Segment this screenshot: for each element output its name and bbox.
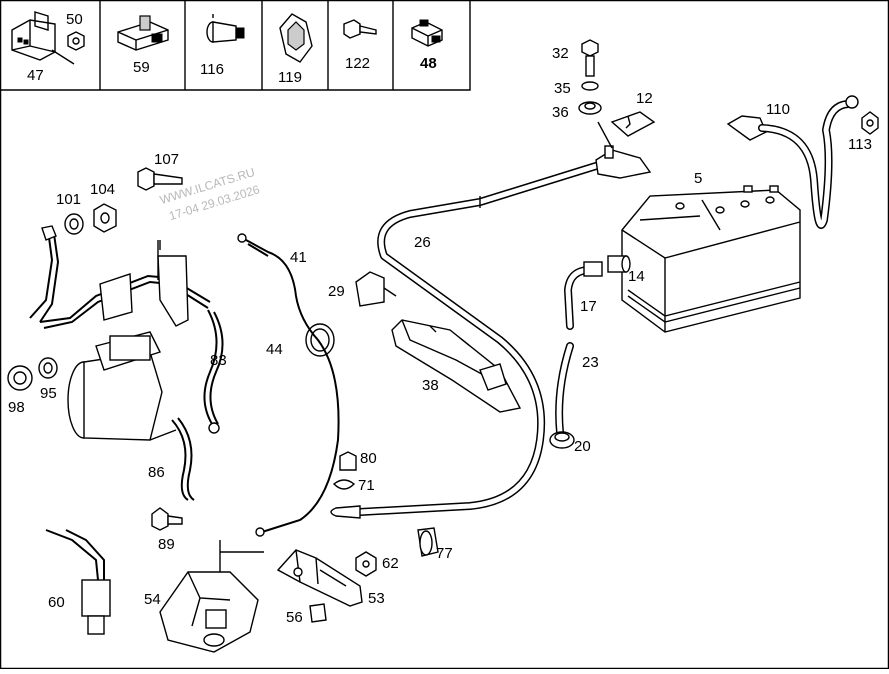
clip-59-icon xyxy=(117,15,169,51)
callout-5: 5 xyxy=(694,170,702,187)
callout-113: 113 xyxy=(848,136,872,153)
callout-89: 89 xyxy=(158,536,175,553)
tube-23 xyxy=(555,342,574,436)
cable-83 xyxy=(203,309,224,434)
sleeve-80 xyxy=(339,451,357,471)
callout-110: 110 xyxy=(766,101,790,118)
callout-23: 23 xyxy=(582,354,599,371)
leader-lines xyxy=(159,240,221,552)
spacer-77 xyxy=(417,527,439,557)
callout-60: 60 xyxy=(48,594,65,611)
bracket-47-icon xyxy=(11,11,75,65)
bolt-122-icon xyxy=(343,19,377,39)
grommet-119-icon xyxy=(279,13,313,63)
callout-86: 86 xyxy=(148,464,165,481)
loop-44 xyxy=(305,323,335,357)
bolt-107 xyxy=(137,167,183,191)
legend-label-116: 116 xyxy=(200,61,224,78)
bolt-89 xyxy=(151,507,183,531)
nut-101 xyxy=(64,213,84,235)
callout-labels: 32 35 36 12 110 113 107 101 104 5 26 41 … xyxy=(8,45,872,626)
callout-104: 104 xyxy=(90,181,115,198)
callout-53: 53 xyxy=(368,590,385,607)
grommet-20 xyxy=(549,431,575,449)
callout-14: 14 xyxy=(628,268,645,285)
holder-29 xyxy=(355,271,397,307)
hose-17 xyxy=(564,261,603,330)
cover-12 xyxy=(610,111,656,137)
callout-41: 41 xyxy=(290,249,307,266)
nut-98 xyxy=(7,365,33,391)
callout-80: 80 xyxy=(360,450,377,467)
clip-48-icon xyxy=(411,19,443,47)
nut-104 xyxy=(93,203,117,233)
connector-54 xyxy=(159,551,264,653)
callout-54: 54 xyxy=(144,591,161,608)
sleeve-56 xyxy=(309,603,327,623)
callout-95: 95 xyxy=(40,385,57,402)
legend-label-48: 48 xyxy=(420,55,437,72)
callout-98: 98 xyxy=(8,399,25,416)
nut-95 xyxy=(38,357,58,379)
callout-83: 83 xyxy=(210,352,227,369)
ring-71 xyxy=(332,479,356,490)
legend-label-59: 59 xyxy=(133,59,150,76)
pin-116-icon xyxy=(206,14,245,43)
callout-56: 56 xyxy=(286,609,303,626)
callout-36: 36 xyxy=(552,104,569,121)
starter-motor xyxy=(67,331,177,441)
legend-label-119: 119 xyxy=(278,69,302,86)
bracket-53 xyxy=(276,549,363,607)
legend-label-50: 50 xyxy=(66,11,83,28)
cable-86 xyxy=(171,417,195,501)
callout-26: 26 xyxy=(414,234,431,251)
callout-29: 29 xyxy=(328,283,345,300)
nut-36 xyxy=(578,101,602,115)
callout-101: 101 xyxy=(56,191,81,208)
callout-38: 38 xyxy=(422,377,439,394)
bolt-32 xyxy=(581,39,599,77)
callout-77: 77 xyxy=(436,545,453,562)
legend-label-122: 122 xyxy=(345,55,370,72)
callout-35: 35 xyxy=(554,80,571,97)
legend-strip: 50 47 59 116 119 122 xyxy=(0,0,471,91)
callout-20: 20 xyxy=(574,438,591,455)
callout-12: 12 xyxy=(636,90,653,107)
nut-113 xyxy=(861,111,879,135)
nut-50-icon xyxy=(67,31,85,51)
callout-71: 71 xyxy=(358,477,375,494)
cable-26 xyxy=(330,121,652,519)
harness-cable xyxy=(29,225,211,329)
callout-62: 62 xyxy=(382,555,399,572)
nut-62 xyxy=(355,551,377,577)
callout-17: 17 xyxy=(580,298,597,315)
battery-5 xyxy=(621,185,801,333)
callout-107: 107 xyxy=(154,151,179,168)
cable-110 xyxy=(726,95,859,229)
sensor-60 xyxy=(45,529,111,635)
plug-14 xyxy=(607,255,631,273)
legend-label-47: 47 xyxy=(27,67,44,84)
washer-35 xyxy=(581,81,599,91)
callout-32: 32 xyxy=(552,45,569,62)
bracket-38 xyxy=(391,319,522,413)
callout-44: 44 xyxy=(266,341,283,358)
